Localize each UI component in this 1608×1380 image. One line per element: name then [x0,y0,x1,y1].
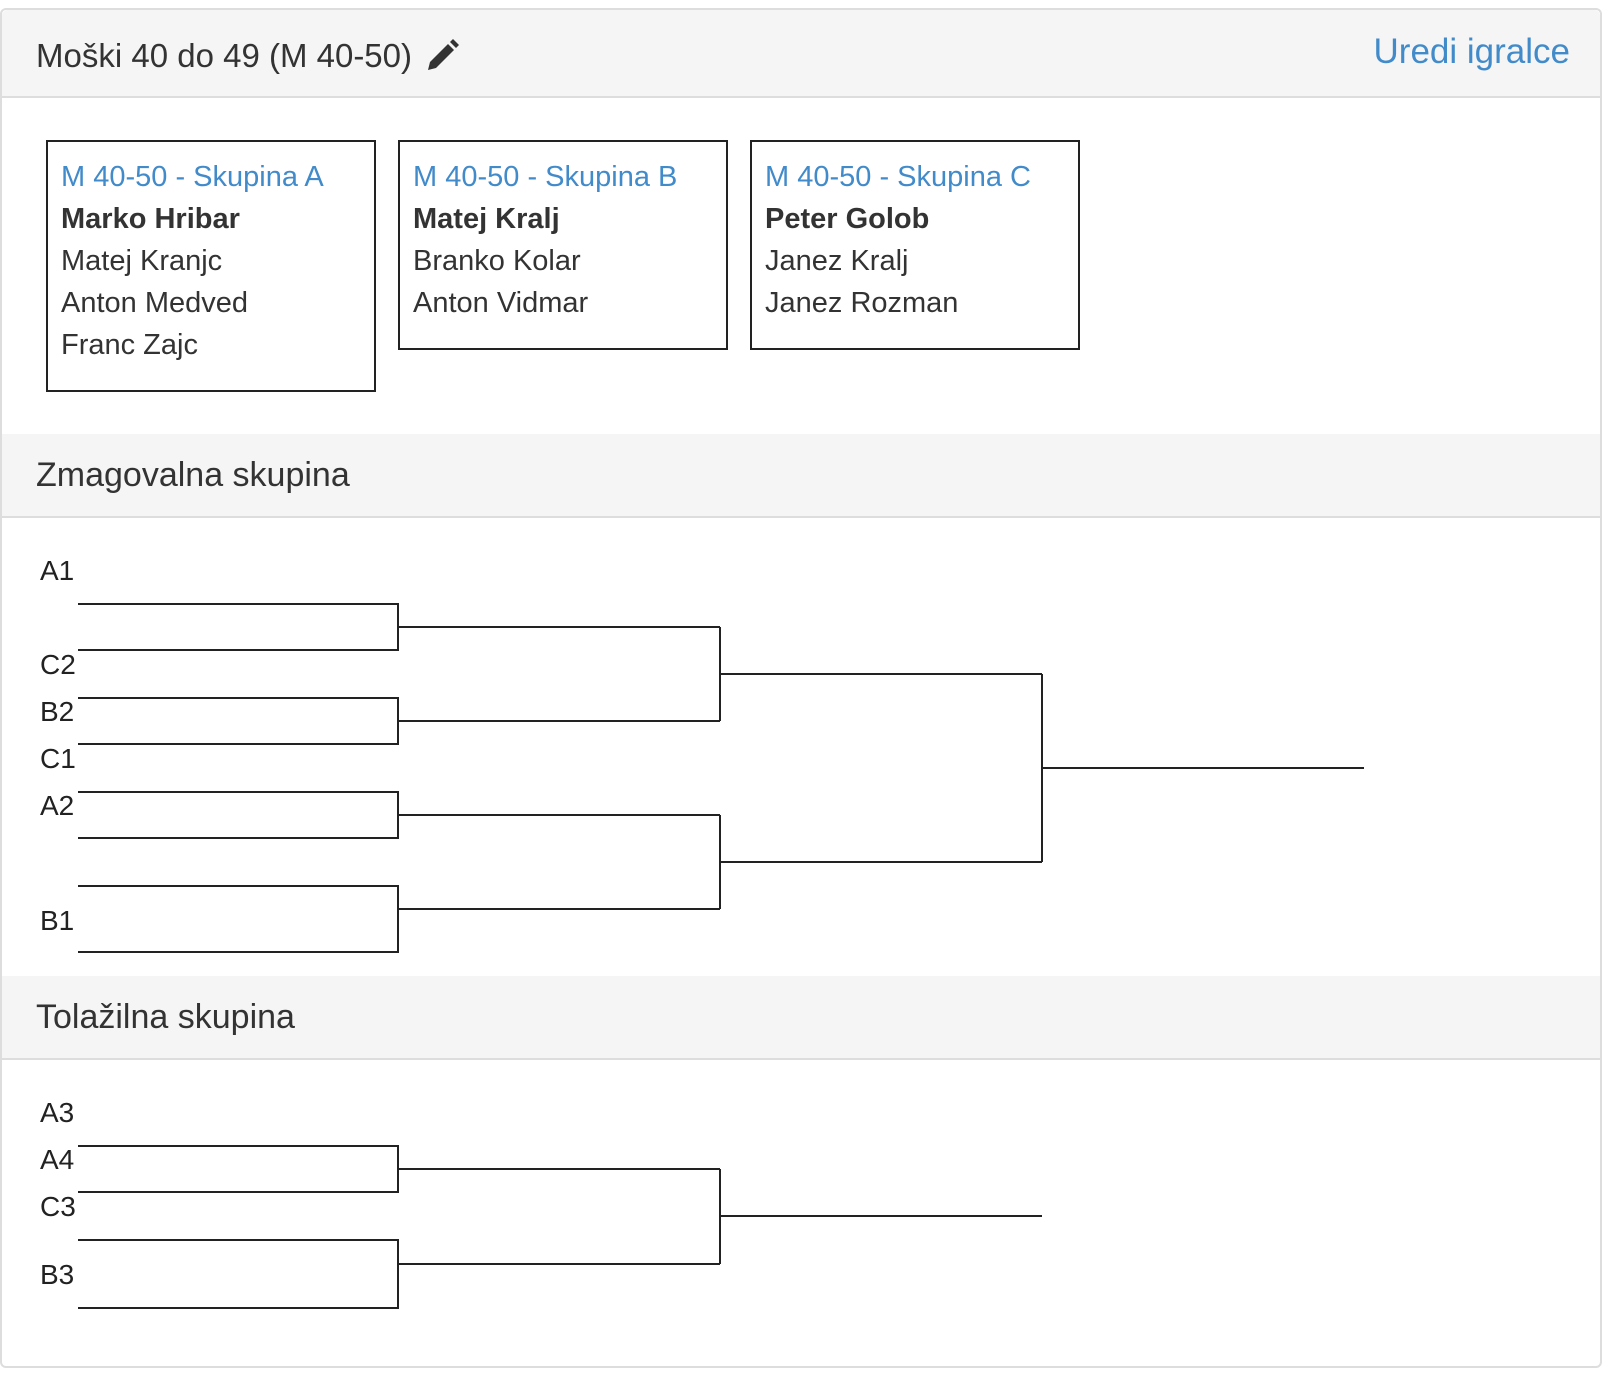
pencil-icon[interactable] [422,36,462,76]
bracket-slot-label: A2 [40,790,74,821]
group-player: Anton Vidmar [413,287,589,319]
group-player: Anton Medved [61,287,249,319]
bracket-final [1041,674,1364,862]
consolation-section-title: Tolažilna skupina [36,998,295,1036]
group-title-b[interactable]: M 40-50 - Skupina B [413,161,678,193]
winners-bracket: A1 C2 B2 C1 A2 B1 [40,555,1364,953]
bracket-slot-label: A3 [40,1097,74,1128]
bracket-match-r2 [719,627,1042,721]
panel-header: Moški 40 do 49 (M 40-50) Uredi igralce [2,10,1600,98]
consolation-bracket: A3 A4 C3 B3 [40,1097,1042,1309]
category-title: Moški 40 do 49 (M 40-50) [36,37,413,74]
group-player: Peter Golob [765,203,930,235]
bracket-match-r1 [78,697,720,745]
group-box-c: M 40-50 - Skupina C Peter Golob Janez Kr… [750,140,1080,350]
bracket-match-r1 [78,885,720,953]
bracket-slot-label: C3 [40,1191,76,1222]
bracket-slot-label: B3 [40,1259,74,1290]
category-panel: Moški 40 do 49 (M 40-50) Uredi igralce M… [0,8,1602,1368]
group-player: Janez Kralj [765,245,909,277]
bracket-match-r1 [78,791,720,839]
bracket-slot-label: A4 [40,1144,74,1175]
edit-players-link[interactable]: Uredi igralce [1373,32,1570,71]
bracket-slot-label: B1 [40,905,74,936]
group-box-a: M 40-50 - Skupina A Marko Hribar Matej K… [46,140,376,392]
bracket-final [719,1169,1042,1264]
consolation-section-header: Tolažilna skupina [2,976,1600,1060]
bracket-match-r1 [78,1239,720,1309]
group-box-b: M 40-50 - Skupina B Matej Kralj Branko K… [398,140,728,350]
category-title-row: Moški 40 do 49 (M 40-50) [36,36,462,76]
group-title-a[interactable]: M 40-50 - Skupina A [61,161,324,193]
group-player: Branko Kolar [413,245,581,277]
bracket-match-r2 [719,815,1042,909]
winners-section-title: Zmagovalna skupina [36,456,350,494]
group-player: Janez Rozman [765,287,959,319]
bracket-slot-label: A1 [40,555,74,586]
bracket-slot-label: B2 [40,696,74,727]
bracket-slot-label: C2 [40,649,76,680]
bracket-match-r1 [78,603,720,651]
bracket-slot-label: C1 [40,743,76,774]
group-player: Franc Zajc [61,329,198,361]
group-player: Marko Hribar [61,203,240,235]
group-title-c[interactable]: M 40-50 - Skupina C [765,161,1031,193]
bracket-match-r1 [78,1145,720,1193]
winners-section-header: Zmagovalna skupina [2,434,1600,518]
group-player: Matej Kranjc [61,245,223,277]
group-player: Matej Kralj [413,203,560,235]
